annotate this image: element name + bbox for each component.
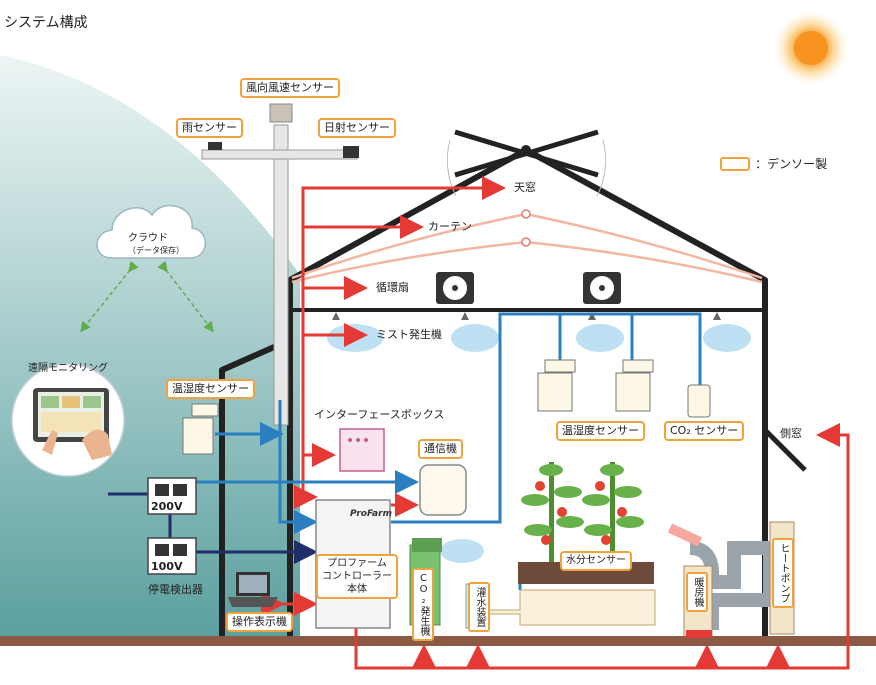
outage-detector-label: 停電検出器 [148,583,203,596]
heat-pump-label: ヒートポンプ [772,538,794,608]
comm-unit-icon [419,464,467,516]
page-title: システム構成 [4,15,88,31]
power-200v-label: 200V [151,500,183,513]
remote-monitoring-label: 遠隔モニタリング [28,363,108,374]
cloud-title: クラウド [128,233,168,244]
controller-label: プロファーム コントローラー 本体 [316,554,398,599]
laptop-icon [228,572,278,607]
co2-generator-label: CO₂発生機 [412,568,434,641]
irrigation-label: 灌水装置 [468,582,490,632]
temp-humidity-left-label: 温湿度センサー [166,379,255,399]
circulation-fan-icon [436,272,621,304]
controller-brand-logo: ProFarm [350,509,392,519]
legend-swatch [720,156,750,171]
greenhouse-frame [219,147,768,636]
legend: ：デンソー製 [720,153,827,172]
roof-window [446,129,607,197]
interface-box-icon [339,428,385,472]
curtain-label: カーテン [428,220,472,233]
rain-sensor-label: 雨センサー [176,118,243,138]
solar-sensor-label: 日射センサー [318,118,396,138]
tomato-plants [521,462,644,562]
interface-box-label: インターフェースボックス [314,408,445,421]
heater-label: 暖房機 [686,572,708,612]
circulation-fan-label: 循環扇 [376,281,409,294]
curtain-lines [291,212,763,284]
operation-display-label: 操作表示機 [226,612,293,632]
side-window-label: 側窓 [780,427,802,440]
temp-humidity-sensor-icons [182,359,711,455]
legend-label: ：デンソー製 [755,157,828,171]
roof-window-label: 天窓 [514,181,536,194]
moisture-sensor-label: 水分センサー [560,551,632,571]
cloud-icon [96,204,206,259]
co2-sensor-label: CO₂ センサー [664,421,745,441]
mist-icons [327,324,751,563]
temp-humidity-right-label: 温湿度センサー [556,421,645,441]
weather-mast [201,103,359,426]
ground [0,636,876,646]
cloud-subtitle: （データ保存） [128,246,184,255]
comm-label: 通信機 [418,439,463,459]
wind-sensor-label: 風向風速センサー [240,78,340,98]
mist-label: ミスト発生機 [376,328,442,341]
power-100v-label: 100V [151,560,183,573]
